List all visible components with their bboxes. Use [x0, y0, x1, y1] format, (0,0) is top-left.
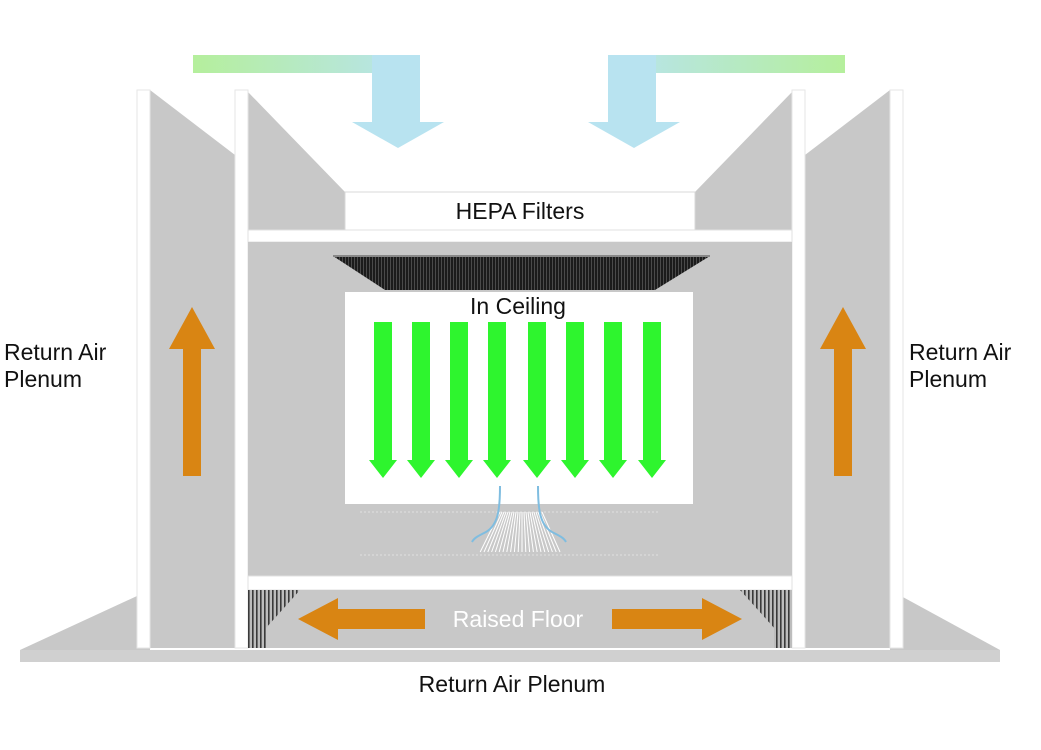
- turbulence-line: [527, 511, 534, 553]
- turbulence-line: [491, 511, 507, 553]
- hepa-filters-label: HEPA Filters: [456, 198, 585, 224]
- downflow-arrows: [369, 322, 666, 478]
- downflow-arrow-icon: [407, 322, 435, 478]
- turbulence-line: [529, 511, 538, 553]
- hepa-filter-bank: HEPA Filters: [344, 191, 696, 231]
- turbulence-line: [487, 511, 505, 553]
- floor-right-arrow-icon: [612, 598, 742, 640]
- floor-left-arrow-icon: [298, 598, 425, 640]
- work-surface-turbulence: [360, 485, 660, 556]
- right-return-up-arrow-icon: [820, 307, 866, 476]
- turbulence-stream-right: [537, 485, 567, 543]
- turbulence-line: [531, 511, 542, 553]
- turbulence-line: [537, 511, 553, 553]
- downflow-arrow-icon: [638, 322, 666, 478]
- downflow-arrow-icon: [445, 322, 473, 478]
- turbulence-stream-left: [471, 485, 501, 543]
- turbulence-line: [517, 511, 521, 553]
- downflow-arrow-icon: [483, 322, 511, 478]
- turbulence-line: [494, 511, 509, 553]
- left-return-plenum-label-line1: Return Air: [4, 339, 107, 365]
- turbulence-line: [483, 511, 503, 553]
- supply-air-right-arrow-icon: [588, 55, 845, 148]
- upper-plenum: [248, 92, 792, 230]
- base-slab: [20, 590, 1000, 662]
- ceiling-beam: [247, 229, 793, 243]
- left-inner-post: [234, 89, 249, 649]
- downflow-arrow-icon: [561, 322, 589, 478]
- right-return-plenum-label-line2: Plenum: [909, 366, 987, 392]
- turbulence-line: [523, 511, 527, 553]
- raised-floor-plenum: Raised Floor: [248, 590, 792, 648]
- left-return-up-arrow-icon: [169, 307, 215, 476]
- turbulence-line: [510, 511, 517, 553]
- raised-floor-label: Raised Floor: [453, 606, 584, 632]
- in-ceiling-label: In Ceiling: [470, 293, 566, 319]
- downflow-arrow-icon: [523, 322, 551, 478]
- left-return-plenum-label-line2: Plenum: [4, 366, 82, 392]
- turbulence-line: [525, 511, 531, 553]
- turbulence-line: [513, 511, 519, 553]
- raised-floor-deck: [247, 575, 793, 591]
- turbulence-line: [506, 511, 515, 553]
- supply-air-left-arrow-icon: [193, 55, 444, 148]
- right-inner-post: [791, 89, 806, 649]
- ceiling-diffuser: [333, 255, 710, 290]
- laminar-flow-zone: In Ceiling: [345, 292, 693, 504]
- right-return-plenum-wall: [805, 89, 904, 649]
- bottom-return-plenum-label: Return Air Plenum: [419, 671, 606, 697]
- turbulence-line: [498, 511, 511, 553]
- downflow-arrow-icon: [599, 322, 627, 478]
- turbulence-line: [535, 511, 550, 553]
- turbulence-line: [533, 511, 546, 553]
- downflow-arrow-icon: [369, 322, 397, 478]
- right-return-plenum-label-line1: Return Air: [909, 339, 1012, 365]
- turbulence-line: [502, 511, 513, 553]
- turbulence-line: [539, 511, 557, 553]
